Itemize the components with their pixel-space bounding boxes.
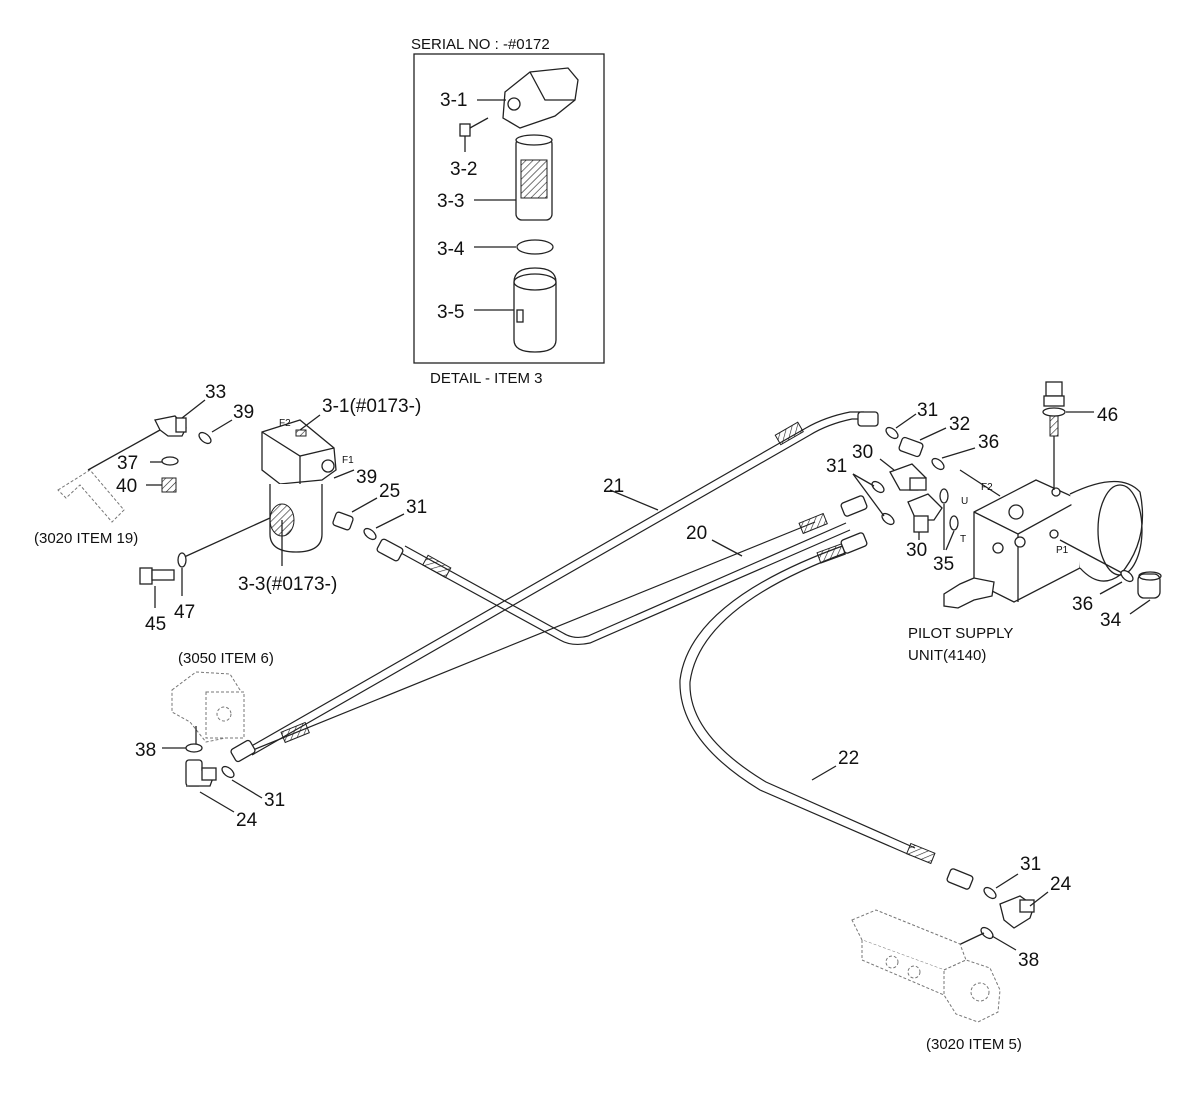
o-ring-31-left: [221, 765, 235, 779]
pilot-supply-unit: [943, 479, 1144, 609]
ghost-block-3020-5: [851, 909, 1001, 1023]
hose-22: [679, 543, 936, 865]
plug-34: [1137, 571, 1162, 599]
callout-24-right: 24: [1050, 874, 1072, 895]
serial-number: SERIAL NO : -#0172: [411, 36, 550, 53]
bleed-screw-detail: [459, 117, 489, 137]
callout-38-left: 38: [135, 740, 156, 761]
detail-frame: [413, 53, 605, 364]
o-ring-35-b: [949, 515, 959, 531]
callout-34: 34: [1100, 610, 1122, 631]
port-f2-filter: F2: [279, 418, 291, 429]
callout-31-mid: 31: [826, 456, 847, 477]
callout-22: 22: [838, 748, 859, 769]
connector-25: [332, 511, 354, 531]
callout-35: 35: [933, 554, 954, 575]
o-ring-39-left: [198, 431, 212, 445]
washer-47: [177, 552, 187, 568]
callout-31-bottom: 31: [1020, 854, 1041, 875]
callout-21: 21: [603, 476, 624, 497]
port-p1: P1: [1056, 545, 1069, 556]
callout-39-filter: 39: [356, 467, 377, 488]
callout-30-upper: 30: [852, 442, 873, 463]
callout-30-lower: 30: [906, 540, 927, 561]
callout-36-top: 36: [978, 432, 999, 453]
o-ring-35-a: [939, 488, 949, 504]
callout-31-left: 31: [264, 790, 285, 811]
o-ring-31-top: [885, 426, 899, 440]
detail-item-3: SERIAL NO : -#0172 DETAIL - ITEM 3 3-1 3…: [411, 36, 605, 387]
label-3-5: 3-5: [437, 302, 464, 323]
label-3-1: 3-1: [440, 90, 467, 111]
filter-bowl-detail: [513, 267, 557, 353]
bolt-46: [1042, 381, 1066, 437]
callout-20: 20: [686, 523, 707, 544]
callout-37: 37: [117, 453, 138, 474]
callout-47: 47: [174, 602, 195, 623]
label-3-4: 3-4: [437, 239, 465, 260]
callout-40: 40: [116, 476, 137, 497]
filter-element-detail: [515, 134, 553, 221]
hose-20: [247, 512, 828, 753]
plug-40: [161, 477, 177, 493]
callout-39-left: 39: [233, 402, 254, 423]
callout-3-3-filter: 3-3(#0173-): [238, 574, 337, 595]
pilot-unit-line2: UNIT(4140): [908, 647, 986, 664]
o-ring-38-left: [185, 743, 203, 753]
port-u: U: [961, 496, 968, 507]
elbow-fitting-24-left: [185, 759, 217, 787]
label-3-2: 3-2: [450, 159, 477, 180]
o-ring-38-right: [980, 926, 994, 940]
callout-24-left: 24: [236, 810, 258, 831]
ghost-pipe-3020-19: [57, 469, 125, 523]
ref-3020-item-19: (3020 ITEM 19): [34, 530, 138, 547]
hose-21: [247, 411, 864, 756]
callout-36-right: 36: [1072, 594, 1093, 615]
callout-38-right: 38: [1018, 950, 1039, 971]
o-ring-31-mid-a: [871, 480, 885, 494]
callout-25: 25: [379, 481, 400, 502]
callout-32: 32: [949, 414, 970, 435]
callout-45: 45: [145, 614, 166, 635]
callout-3-1-filter: 3-1(#0173-): [322, 396, 421, 417]
label-3-3: 3-3: [437, 191, 464, 212]
callout-31-top: 31: [917, 400, 938, 421]
hose-end-fittings: [230, 411, 974, 890]
o-ring-31-bottom: [983, 886, 997, 900]
pilot-unit-line1: PILOT SUPPLY: [908, 625, 1013, 642]
connector-32: [898, 436, 924, 458]
tee-fitting-30-upper: [889, 463, 927, 491]
o-ring-36-top: [931, 457, 945, 471]
ref-3050-item-6: (3050 ITEM 6): [178, 650, 274, 667]
elbow-fitting-24-right: [999, 895, 1035, 929]
filter-head-detail: [502, 67, 579, 129]
callout-46: 46: [1097, 405, 1118, 426]
port-f2-unit: F2: [981, 482, 993, 493]
line-filter-assembly: [261, 419, 337, 553]
o-ring-detail: [516, 239, 554, 255]
o-ring-37: [161, 456, 179, 466]
callout-31-filter: 31: [406, 497, 427, 518]
port-t: T: [960, 534, 966, 545]
detail-caption: DETAIL - ITEM 3: [430, 370, 543, 387]
elbow-fitting-33: [154, 415, 187, 437]
port-f1-filter: F1: [342, 455, 354, 466]
bolt-45: [139, 567, 175, 585]
callout-33: 33: [205, 382, 226, 403]
elbow-fitting-30-lower: [907, 493, 943, 533]
ghost-block-3050-6: [171, 671, 245, 743]
o-ring-31-filter: [363, 527, 377, 541]
ref-3020-item-5: (3020 ITEM 5): [926, 1036, 1022, 1053]
o-ring-36-right: [1120, 569, 1134, 583]
